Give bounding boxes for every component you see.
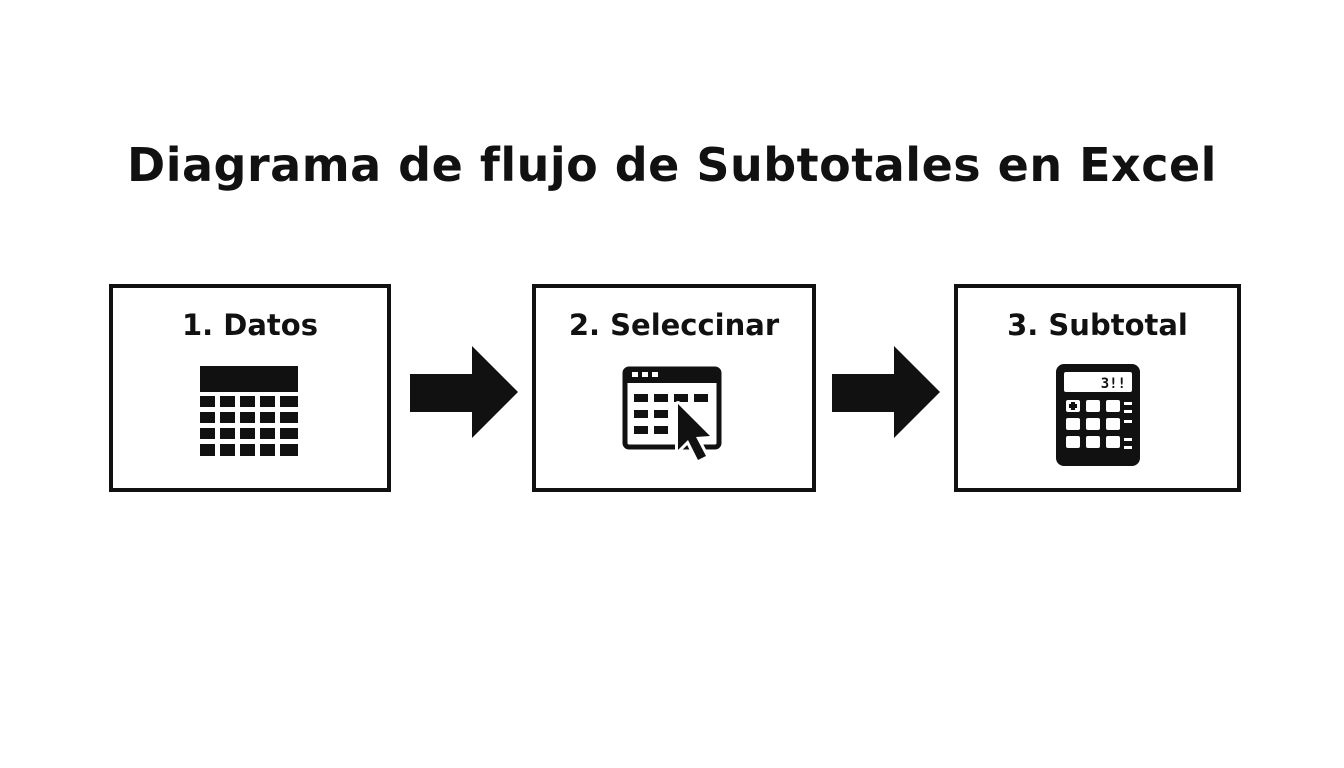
right-arrow-icon [410, 344, 520, 444]
diagram-title: Diagrama de flujo de Subtotales en Excel [127, 138, 1217, 192]
step-label: 2. Seleccinar [568, 308, 780, 342]
step-label: 1. Datos [182, 308, 318, 342]
table-grid-icon [200, 364, 300, 470]
right-arrow-icon [832, 344, 942, 444]
step-label: 3. Subtotal [1007, 308, 1188, 342]
step-box-seleccionar: 2. Seleccinar [532, 284, 816, 492]
step-box-datos: 1. Datos [109, 284, 391, 492]
calculator-icon: 3!! [1054, 362, 1142, 472]
step-box-subtotal: 3. Subtotal 3!! [954, 284, 1241, 492]
table-select-cursor-icon [622, 366, 726, 474]
calculator-display: 3!! [1100, 376, 1125, 392]
